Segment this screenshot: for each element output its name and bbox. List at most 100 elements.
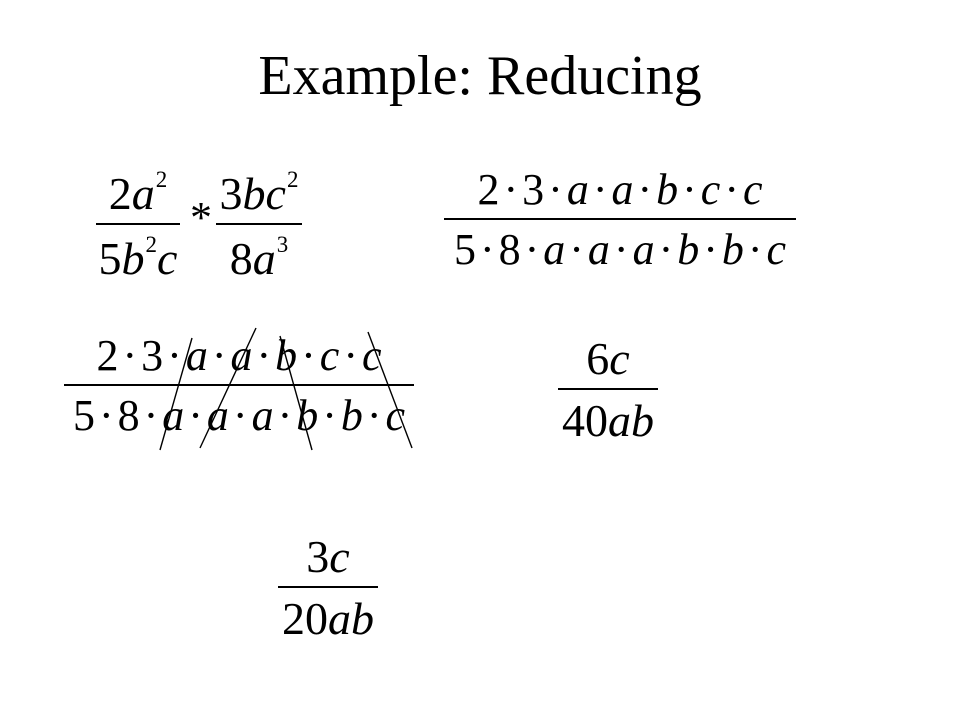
fraction-2: 3bc2 8a3 (216, 168, 302, 282)
dot-operator: · (479, 225, 495, 274)
factor: 8 (498, 225, 521, 274)
dot-operator: · (747, 225, 763, 274)
dot-operator: · (343, 331, 358, 380)
factor: a (162, 391, 185, 440)
factor: b (721, 225, 744, 274)
factor: 3 (141, 331, 164, 380)
exponent: 3 (276, 231, 289, 257)
fraction-2-denominator: 8a3 (230, 233, 289, 282)
coef: 6 (586, 333, 610, 384)
dot-operator: · (366, 391, 382, 440)
exponent: 2 (155, 167, 168, 192)
coef: 40 (562, 395, 608, 446)
expanded-denominator: 5·8·a·a·a·b·b·c (454, 228, 786, 272)
factor: a (185, 331, 208, 380)
fraction-bar (96, 222, 180, 225)
factor: c (700, 165, 721, 214)
factor: 5 (453, 225, 476, 274)
result-fraction-2: 3c 20ab (278, 534, 378, 642)
cancelled-denominator: 5·8·a·a·a·b·b·c (73, 394, 405, 438)
dot-operator: · (256, 331, 272, 380)
result-2-denominator: 20ab (282, 596, 374, 642)
factor: c (766, 225, 787, 274)
factor: c (319, 331, 340, 380)
factor: 2 (477, 165, 500, 214)
factor: a (543, 225, 566, 274)
result-1-denominator: 40ab (562, 398, 654, 444)
fraction-bar (278, 586, 378, 588)
dot-operator: · (548, 165, 563, 214)
factor: b (656, 165, 679, 214)
dot-operator: · (524, 225, 540, 274)
factor: 3 (522, 165, 545, 214)
var: ab (328, 593, 374, 644)
dot-operator: · (98, 391, 114, 440)
dot-operator: · (724, 165, 739, 214)
var: a (252, 232, 276, 284)
dot-operator: · (188, 391, 203, 440)
factor: a (230, 331, 253, 380)
fraction-2-numerator: 3bc2 (220, 168, 299, 217)
factor: 2 (96, 331, 119, 380)
var: ab (608, 395, 654, 446)
coef: 3 (219, 167, 243, 219)
fraction-1-numerator: 2a2 (109, 168, 168, 217)
var: b (121, 232, 145, 284)
dot-operator: · (703, 225, 718, 274)
dot-operator: · (301, 331, 316, 380)
result-fraction-1: 6c 40ab (558, 336, 658, 444)
dot-operator: · (277, 391, 293, 440)
factor: 5 (72, 391, 95, 440)
factor: a (587, 225, 610, 274)
expanded-numerator: 2·3·a·a·b·c·c (478, 168, 763, 212)
dot-operator: · (143, 391, 159, 440)
factor: c (742, 165, 763, 214)
fraction-1-denominator: 5b2c (99, 233, 178, 282)
cancelled-numerator: 2·3·a·a·b·c·c (97, 334, 382, 378)
factor: b (677, 225, 700, 274)
factor: a (206, 391, 229, 440)
fraction-1: 2a2 5b2c (96, 168, 180, 282)
coef: 8 (229, 232, 253, 284)
expanded-fraction: 2·3·a·a·b·c·c 5·8·a·a·a·b·b·c (444, 168, 796, 272)
dot-operator: · (682, 165, 697, 214)
exponent: 2 (145, 231, 158, 257)
fraction-bar (216, 222, 302, 225)
coef: 3 (306, 531, 330, 582)
multiplication-sign: * (190, 193, 212, 242)
cancelled-fraction: 2·3·a·a·b·c·c 5·8·a·a·a·b·b·c (64, 334, 414, 438)
dot-operator: · (232, 391, 248, 440)
dot-operator: · (322, 391, 337, 440)
var: c (329, 531, 350, 582)
var: c (157, 232, 178, 284)
dot-operator: · (569, 225, 584, 274)
exponent: 2 (286, 167, 299, 192)
result-1-numerator: 6c (586, 336, 629, 382)
result-2-numerator: 3c (306, 534, 349, 580)
factor: b (340, 391, 363, 440)
factor: a (251, 391, 274, 440)
coef: 2 (108, 167, 132, 219)
var: c (609, 333, 630, 384)
coef: 20 (282, 593, 328, 644)
factor: a (566, 165, 589, 214)
dot-operator: · (167, 331, 182, 380)
fraction-bar (558, 388, 658, 390)
dot-operator: · (592, 165, 608, 214)
dot-operator: · (503, 165, 519, 214)
factor: c (385, 391, 406, 440)
dot-operator: · (211, 331, 227, 380)
page-title: Example: Reducing (258, 45, 702, 107)
factor: a (611, 165, 634, 214)
factor: 8 (117, 391, 140, 440)
fraction-bar (64, 384, 414, 386)
var: a (131, 167, 155, 219)
factor: a (632, 225, 655, 274)
var: bc (242, 167, 286, 219)
factor: c (361, 331, 382, 380)
factor: b (296, 391, 319, 440)
fraction-bar (444, 218, 796, 220)
dot-operator: · (658, 225, 674, 274)
dot-operator: · (613, 225, 629, 274)
factor: b (275, 331, 298, 380)
